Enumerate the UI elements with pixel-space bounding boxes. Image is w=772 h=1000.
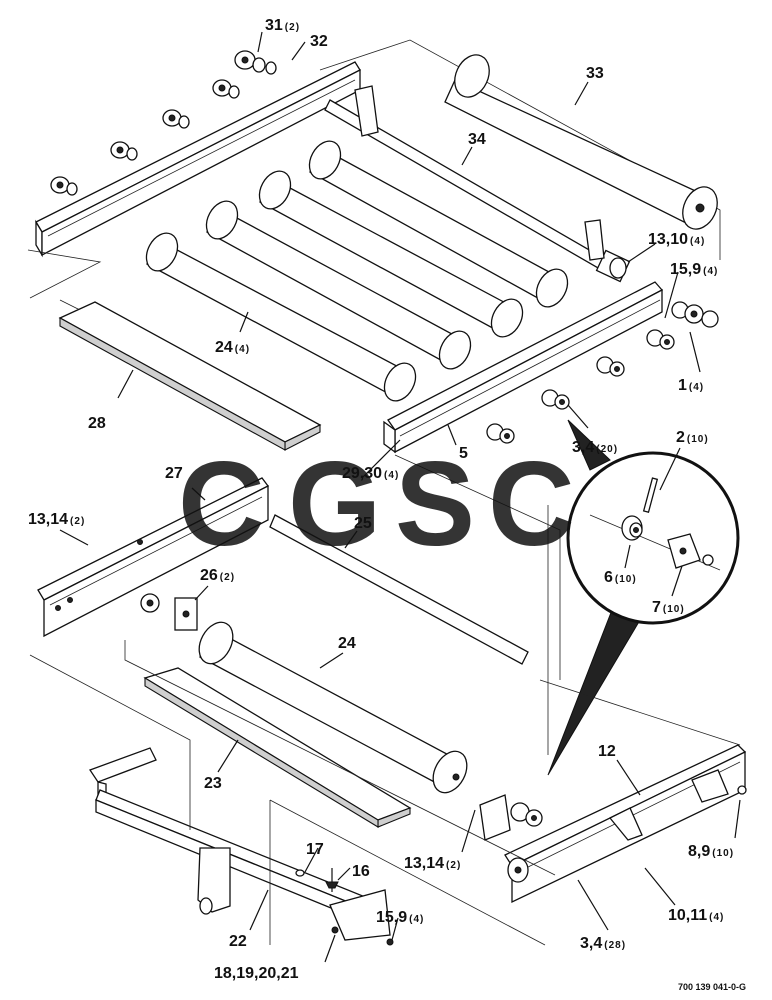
callout-25: 25 — [354, 515, 372, 532]
callout-29-30: 29,30(4) — [342, 465, 399, 482]
callout-24-lower: 24 — [338, 635, 356, 652]
watermark-letter-1: C — [178, 437, 265, 571]
fasteners-16-17 — [295, 868, 339, 892]
callout-24-upper: 24(4) — [215, 339, 250, 356]
callout-6: 6(10) — [604, 569, 637, 586]
callout-34: 34 — [468, 131, 486, 148]
callout-31: 31(2) — [265, 17, 300, 34]
leader-lines — [59, 31, 741, 963]
roller-24d — [145, 232, 417, 402]
callout-17: 17 — [306, 841, 324, 858]
upper-frame-assembly — [27, 39, 721, 680]
callout-13-14-right: 13,14(2) — [404, 855, 461, 872]
lower-frame-assembly — [29, 477, 747, 946]
bearings-26 — [140, 593, 198, 631]
callout-8-9: 8,9(10) — [688, 843, 734, 860]
detail-magnifier — [547, 419, 740, 776]
watermark-letter-4: C — [488, 437, 575, 571]
shaft-34 — [324, 85, 631, 283]
callout-3-4-upper: 3,4(20) — [572, 439, 618, 456]
figure-code: 700 139 041-0-G — [678, 982, 746, 992]
board-28 — [58, 301, 322, 451]
callout-26: 26(2) — [200, 567, 235, 584]
right-rail-bearings — [486, 301, 719, 444]
roller-24c — [205, 200, 472, 370]
board-23 — [143, 667, 412, 828]
callout-1: 1(4) — [678, 377, 704, 394]
callout-27: 27 — [165, 465, 183, 482]
roller-24b — [258, 170, 524, 338]
callout-13-14-left: 13,14(2) — [28, 511, 85, 528]
callout-23: 23 — [204, 775, 222, 792]
roller-24a — [308, 140, 569, 308]
watermark-letter-3: S — [395, 437, 475, 571]
callout-15-9-upper: 15,9(4) — [670, 261, 718, 278]
callout-labels: 31(2) 32 33 34 13,10(4) 15,9(4) 1(4) 24(… — [28, 17, 734, 982]
callout-5: 5 — [459, 445, 468, 462]
left-rail-bearings — [50, 50, 277, 196]
callout-10-11: 10,11(4) — [668, 907, 724, 924]
upper-rollers — [58, 54, 718, 451]
callout-33: 33 — [586, 65, 604, 82]
watermark-letter-2: G — [288, 437, 381, 571]
shaft-25 — [269, 514, 529, 665]
chassis-22 — [89, 747, 394, 946]
watermark: C G S C — [178, 437, 575, 571]
callout-2: 2(10) — [676, 429, 709, 446]
callout-15-9-lower: 15,9(4) — [376, 909, 424, 926]
callout-13-10: 13,10(4) — [648, 231, 705, 248]
callout-28: 28 — [88, 415, 106, 432]
bearings-lower-right — [479, 769, 747, 841]
roller-33 — [444, 54, 718, 230]
callout-3-4-lower: 3,4(28) — [580, 935, 626, 952]
callout-22: 22 — [229, 933, 247, 950]
callout-16: 16 — [352, 863, 370, 880]
callout-32: 32 — [310, 33, 328, 50]
callout-7: 7(10) — [652, 599, 685, 616]
callout-18-19-20-21: 18,19,20,21 — [214, 965, 299, 982]
roller-24-lower — [198, 621, 468, 794]
callout-12: 12 — [598, 743, 616, 760]
